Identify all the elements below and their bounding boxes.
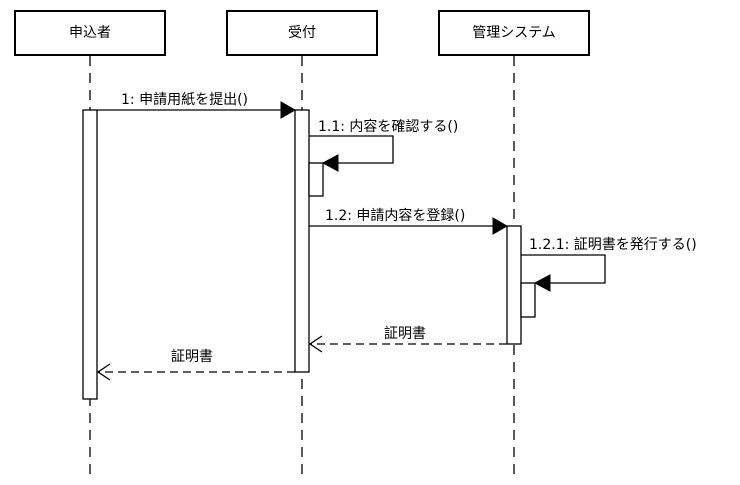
- arrowhead-issue: [533, 274, 551, 292]
- activation-applicant: [82, 109, 98, 400]
- participant-box-management-system: [438, 10, 590, 56]
- participant-management-system: 管理システム: [438, 10, 590, 56]
- message-issue-certificate: 1.2.1: 証明書を発行する(): [521, 237, 697, 292]
- message-register-application: 1.2: 申請内容を登録(): [309, 207, 509, 235]
- arrowhead-submit: [280, 101, 297, 119]
- message-submit-application: 1: 申請用紙を提出(): [97, 92, 297, 119]
- participant-box-applicant: [14, 10, 166, 56]
- participant-reception: 受付: [226, 10, 378, 56]
- message-line-check: [309, 135, 394, 164]
- arrowhead-register: [492, 217, 509, 235]
- participant-label-applicant: 申込者: [69, 25, 111, 41]
- activation-reception: [294, 109, 310, 373]
- arrowhead-check: [321, 154, 339, 172]
- return-certificate-to-applicant: 証明書: [96, 349, 295, 381]
- return-arrowhead-to-applicant: [96, 363, 111, 381]
- message-line-issue: [521, 254, 606, 284]
- participant-box-reception: [226, 10, 378, 56]
- return-arrowhead-to-reception: [308, 335, 323, 353]
- participant-label-management-system: 管理システム: [472, 25, 556, 41]
- message-label-register: 1.2: 申請内容を登録(): [325, 207, 465, 224]
- return-certificate-to-reception: 証明書: [308, 326, 507, 353]
- return-label-to-reception: 証明書: [384, 326, 426, 342]
- message-label-check: 1.1: 内容を確認する(): [318, 118, 458, 135]
- activation-reception-self: [308, 162, 324, 197]
- participant-label-reception: 受付: [288, 25, 316, 41]
- message-label-issue: 1.2.1: 証明書を発行する(): [529, 237, 697, 253]
- activation-management-system-self: [520, 282, 536, 318]
- activation-management-system: [506, 225, 522, 345]
- message-check-content: 1.1: 内容を確認する(): [309, 118, 458, 172]
- return-label-to-applicant: 証明書: [171, 349, 213, 365]
- participant-applicant: 申込者: [14, 10, 166, 56]
- message-label-submit: 1: 申請用紙を提出(): [121, 92, 248, 108]
